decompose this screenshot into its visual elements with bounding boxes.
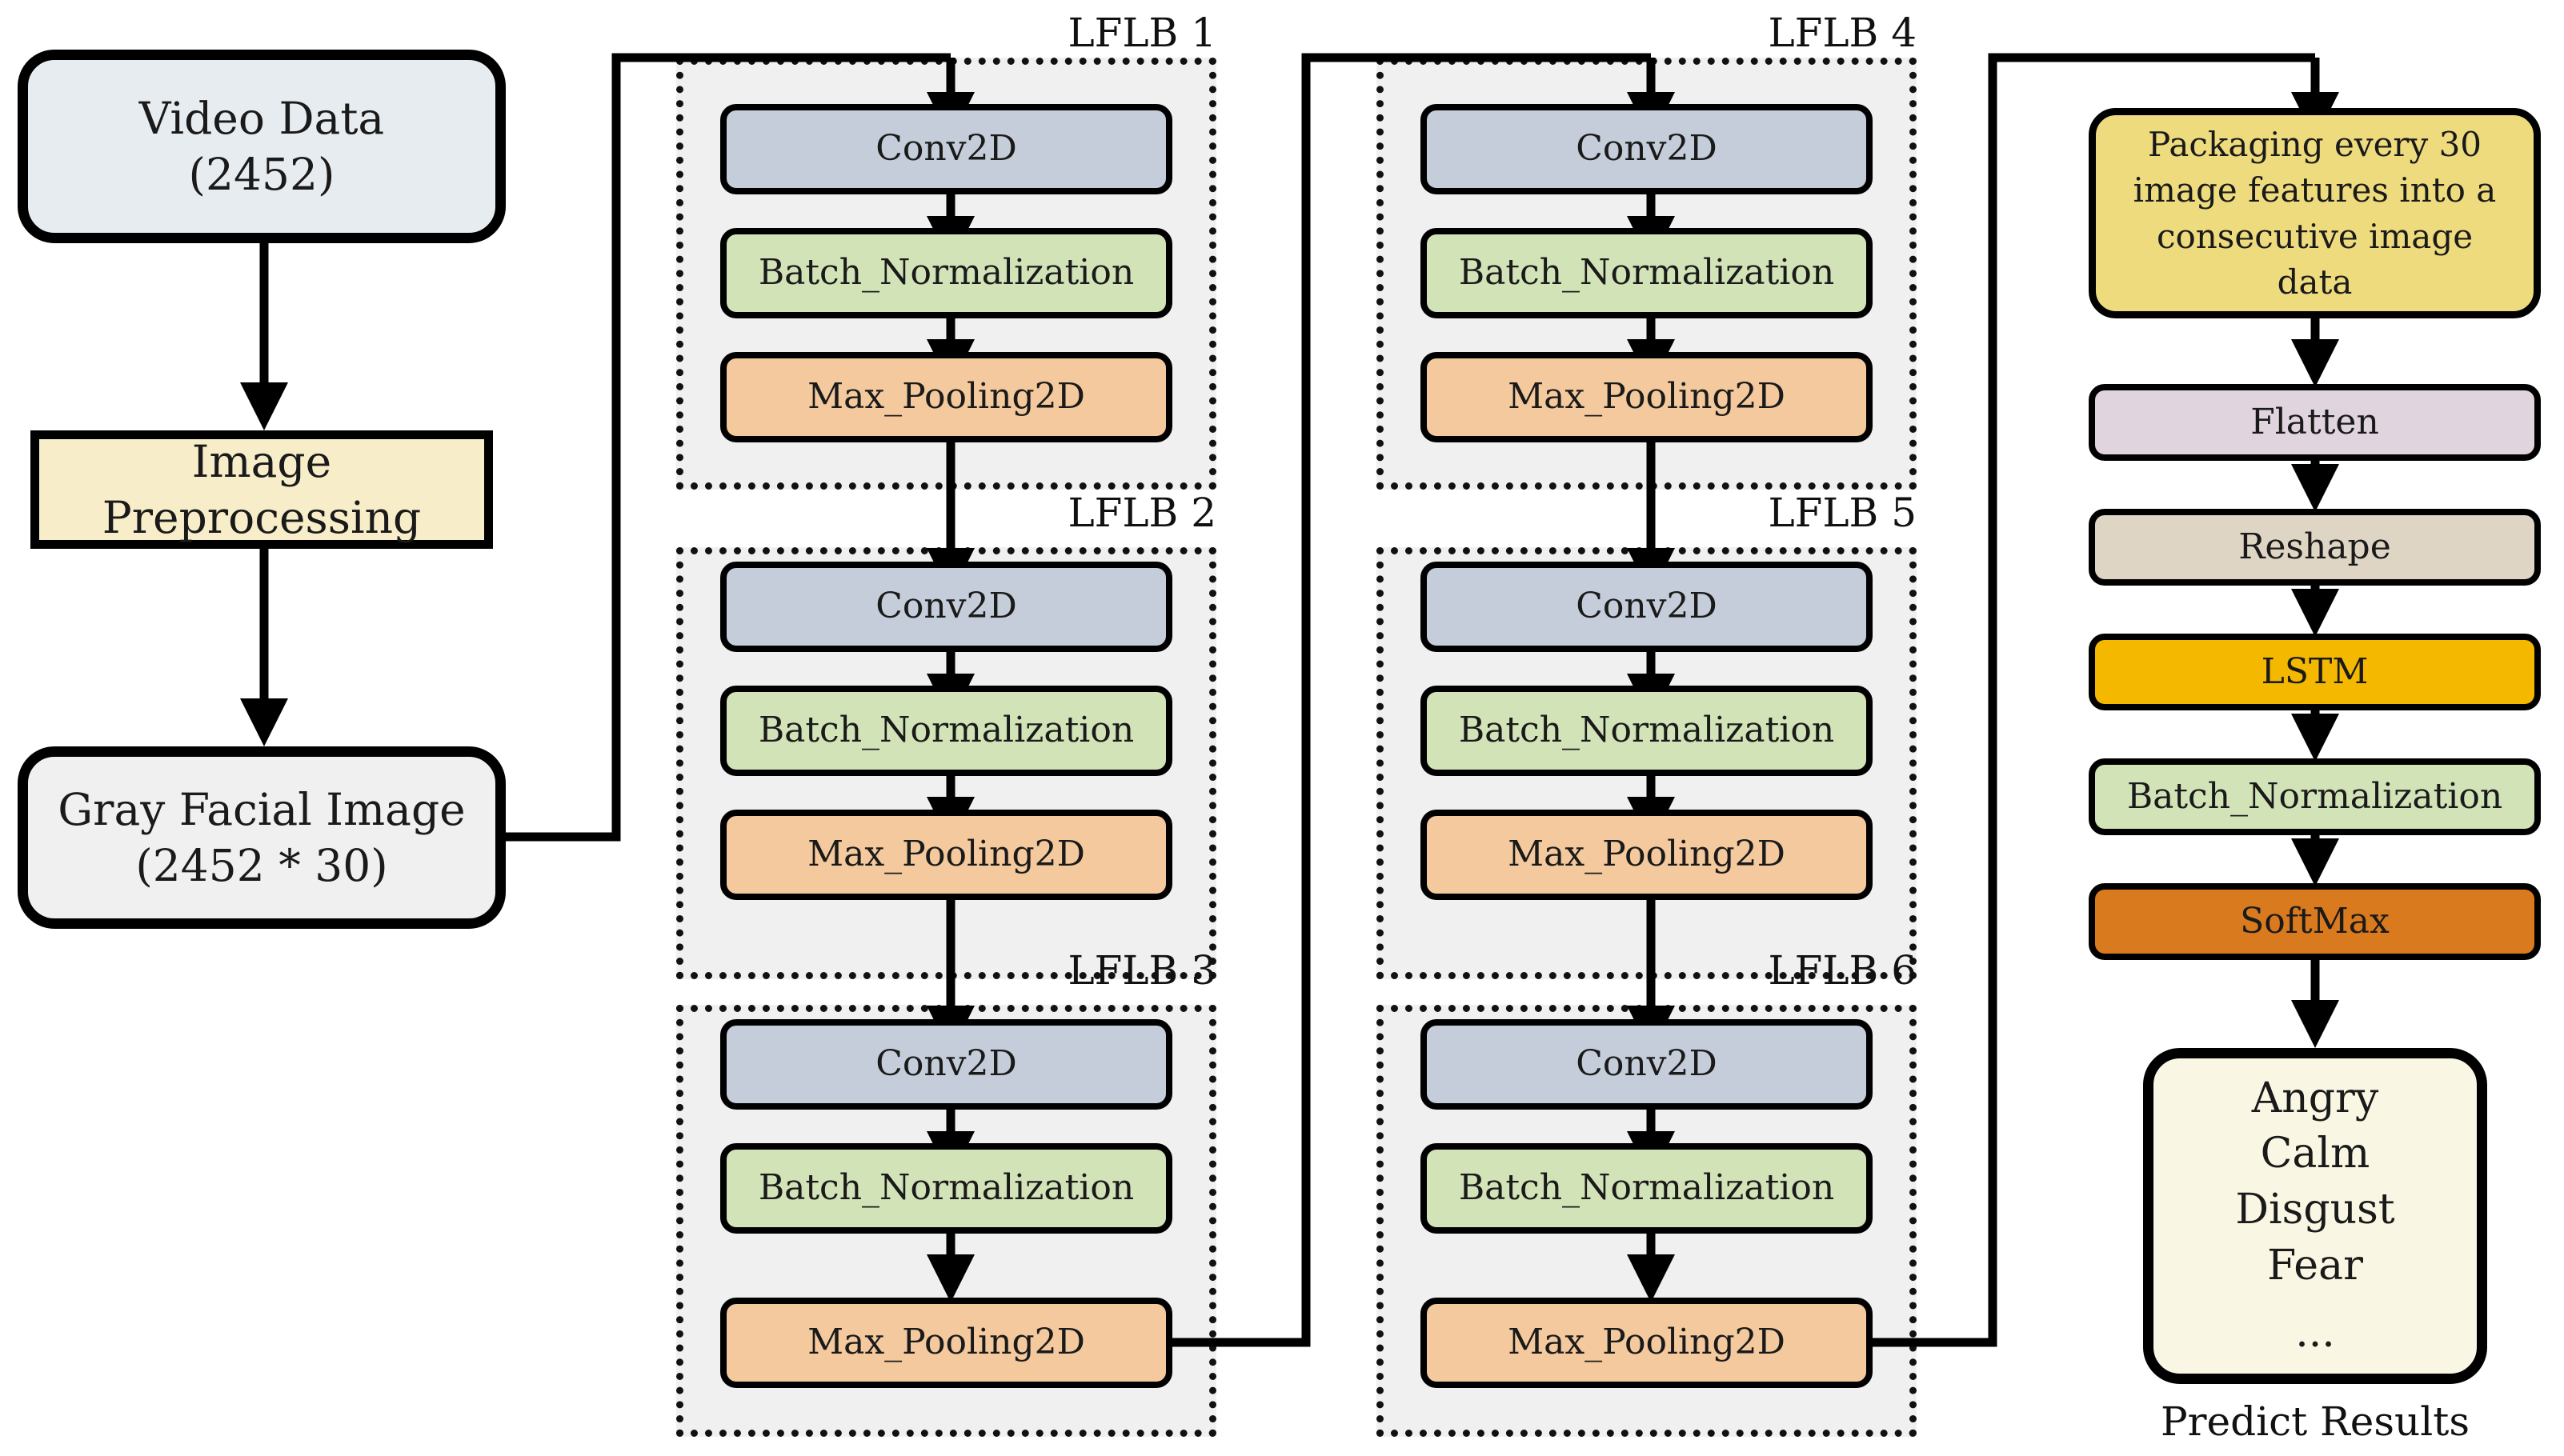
lflb-3-batch-normalization: Batch_Normalization [720,1143,1172,1234]
lflb-1-max-pooling2d: Max_Pooling2D [720,352,1172,442]
softmax-box: SoftMax [2089,883,2541,960]
reshape-box: Reshape [2089,509,2541,586]
lflb-5-max-pooling2d: Max_Pooling2D [1420,810,1873,900]
predict-results-box: Angry Calm Disgust Fear ... [2143,1048,2487,1384]
predict-class-calm: Calm [2260,1130,2370,1178]
output-batch-normalization-box: Batch_Normalization [2089,758,2541,835]
predict-class-fear: Fear [2267,1241,2363,1290]
lflb-2-conv2d: Conv2D [720,562,1172,652]
lflb-5-conv2d: Conv2D [1420,562,1873,652]
lflb-6-conv2d: Conv2D [1420,1019,1873,1110]
gray-facial-image-line2: (2452 * 30) [135,840,388,891]
lflb-1-label: LFLB 1 [1068,10,1216,56]
lflb-4-conv2d: Conv2D [1420,104,1873,194]
lflb-4-max-pooling2d: Max_Pooling2D [1420,352,1873,442]
predict-class-disgust: Disgust [2235,1186,2395,1234]
lflb-4-batch-normalization: Batch_Normalization [1420,228,1873,318]
lflb-2-max-pooling2d: Max_Pooling2D [720,810,1172,900]
video-data-line2: (2452) [188,149,335,200]
lflb-1-conv2d: Conv2D [720,104,1172,194]
image-preprocessing-line2: Preprocessing [102,492,422,543]
lflb-2-label: LFLB 2 [1068,490,1216,536]
lflb-5-batch-normalization: Batch_Normalization [1420,686,1873,776]
lflb-5-label: LFLB 5 [1768,490,1917,536]
video-data-box: Video Data (2452) [18,50,506,243]
lflb-6-batch-normalization: Batch_Normalization [1420,1143,1873,1234]
flatten-box: Flatten [2089,384,2541,461]
lstm-box: LSTM [2089,634,2541,710]
lflb-1-batch-normalization: Batch_Normalization [720,228,1172,318]
gray-facial-image-line1: Gray Facial Image [58,783,466,835]
predict-class-ellipsis: ... [2295,1308,2335,1357]
image-preprocessing-line1: Image [191,435,332,487]
lflb-3-label: LFLB 3 [1068,947,1216,994]
lflb-6-max-pooling2d: Max_Pooling2D [1420,1298,1873,1388]
lflb-6-label: LFLB 6 [1768,947,1917,994]
packaging-box: Packaging every 30 image features into a… [2089,108,2541,318]
lflb-3-conv2d: Conv2D [720,1019,1172,1110]
lflb-2-batch-normalization: Batch_Normalization [720,686,1172,776]
predict-class-angry: Angry [2251,1074,2379,1122]
gray-facial-image-box: Gray Facial Image (2452 * 30) [18,746,506,929]
predict-results-caption: Predict Results [2161,1398,2470,1445]
lflb-3-max-pooling2d: Max_Pooling2D [720,1298,1172,1388]
video-data-line1: Video Data [138,92,385,144]
image-preprocessing-box: Image Preprocessing [30,430,493,549]
lflb-4-label: LFLB 4 [1768,10,1917,56]
